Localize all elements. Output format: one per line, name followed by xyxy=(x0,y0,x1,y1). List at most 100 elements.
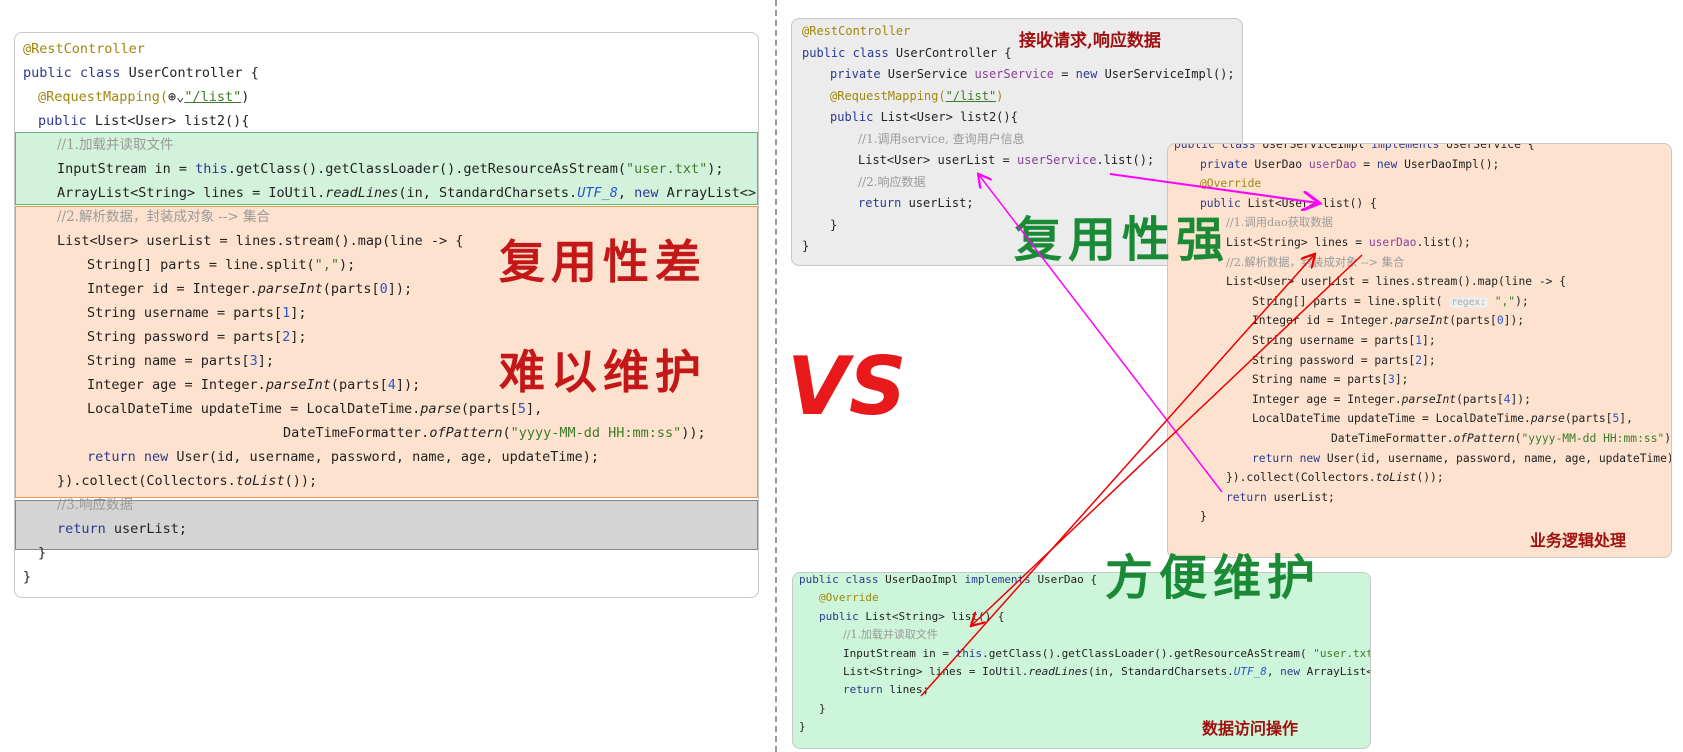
code-line: private UserService userService = new Us… xyxy=(830,64,1235,85)
code-token: lines; xyxy=(889,683,930,697)
code-token: } xyxy=(830,217,838,232)
code-line: return lines; xyxy=(843,681,929,700)
code-line: ArrayList<String> lines = IoUtil.readLin… xyxy=(57,181,758,205)
code-line: } xyxy=(38,541,46,565)
code-token: (parts[ xyxy=(460,401,518,417)
code-line: List<User> userList = userService.list()… xyxy=(858,150,1154,171)
code-token: ArrayList<String> lines = IoUtil. xyxy=(57,185,326,201)
code-token: = xyxy=(1053,67,1076,81)
code-token: "," xyxy=(1487,294,1516,308)
code-line: InputStream in = this.getClass().getClas… xyxy=(843,645,1370,664)
code-line: String[] parts = line.split( regex: ",")… xyxy=(1252,292,1529,313)
code-token: List<User> userList = lines.stream().map… xyxy=(1226,275,1567,289)
code-token: String username = parts[ xyxy=(1252,334,1416,347)
code-token: userList; xyxy=(113,521,188,537)
code-token: "," xyxy=(314,257,339,273)
code-token: return new xyxy=(1252,451,1327,465)
code-token: 2 xyxy=(1415,353,1423,367)
code-token: ofPattern xyxy=(1453,432,1515,445)
code-token: @RequestMapping( xyxy=(830,88,946,103)
code-line: //2.解析数据，封装成对象 --> 集合 xyxy=(57,205,270,229)
code-token: }).collect(Collectors. xyxy=(57,473,236,489)
code-token: } xyxy=(23,569,32,585)
code-token: UserServiceImpl(); xyxy=(1104,67,1235,81)
code-token: public xyxy=(819,609,866,623)
code-token: ) xyxy=(241,89,250,105)
code-line: String username = parts[1]; xyxy=(1252,331,1436,351)
code-token: ⊕⌄ xyxy=(168,89,185,105)
code-token: //2.解析数据，封装成对象 --> 集合 xyxy=(1226,255,1405,269)
code-line: public class UserDaoImpl implements User… xyxy=(799,573,1097,590)
hard-maintain-label: 难以维护 xyxy=(499,345,707,399)
code-token: ]; xyxy=(1422,334,1436,347)
code-line: } xyxy=(802,236,809,257)
code-token: parse xyxy=(420,401,461,417)
code-token: readLines xyxy=(1028,665,1089,678)
code-line: @RequestMapping(⊕⌄"/list") xyxy=(38,85,249,109)
code-line: } xyxy=(830,215,837,236)
code-line: return userList; xyxy=(858,193,974,214)
code-token: (parts[ xyxy=(1564,412,1613,426)
code-token: "/list" xyxy=(184,89,242,105)
code-token: List<User> list() { xyxy=(1247,196,1377,210)
code-token: public class xyxy=(799,573,886,586)
code-token: , xyxy=(617,185,635,201)
code-token: private xyxy=(1200,157,1255,171)
code-token: UserDaoImpl xyxy=(885,573,965,586)
code-token: UTF_8 xyxy=(577,185,618,201)
divider xyxy=(775,0,777,752)
reuse-good-label: 复用性强 xyxy=(1014,212,1231,268)
code-token: String name = parts[ xyxy=(1252,373,1389,387)
code-token: return xyxy=(858,196,909,210)
code-token: "user.txt" xyxy=(625,161,708,177)
code-token: return new xyxy=(87,449,177,465)
code-token: .list(); xyxy=(1096,153,1155,167)
code-token: User(id, username, password, name, age, … xyxy=(176,449,600,465)
code-line: String[] parts = line.split(","); xyxy=(87,253,355,277)
code-line: String username = parts[1]; xyxy=(87,301,306,325)
code-line: public class UserServiceImpl implements … xyxy=(1174,144,1535,155)
code-line: public class UserController { xyxy=(802,43,1012,64)
code-token: ()); xyxy=(284,473,318,489)
code-token: 1 xyxy=(282,305,291,321)
code-token: "/list" xyxy=(945,88,997,103)
code-token: (parts[ xyxy=(330,377,388,393)
code-token: List<String> lines = IoUtil. xyxy=(843,665,1029,678)
code-token: public xyxy=(38,113,95,129)
code-token: parse xyxy=(1530,412,1565,426)
code-token: new xyxy=(634,185,667,201)
code-token: String name = parts[ xyxy=(87,353,250,369)
code-line: Integer age = Integer.parseInt(parts[4])… xyxy=(1252,390,1531,410)
code-token: //2.响应数据 xyxy=(858,174,926,189)
code-token: ]; xyxy=(290,305,307,321)
code-token: } xyxy=(38,545,47,561)
code-token: LocalDateTime updateTime = LocalDateTime… xyxy=(87,401,421,417)
code-token: (parts[ xyxy=(1456,392,1504,406)
code-token: List<User> list2(){ xyxy=(880,110,1018,124)
code-token: ArrayList<>()); xyxy=(666,185,758,201)
code-token: //1.加载并读取文件 xyxy=(57,137,174,153)
code-token: } xyxy=(799,720,806,734)
code-token: this xyxy=(195,161,228,177)
code-line: } xyxy=(23,565,31,589)
code-token: ); xyxy=(707,161,724,177)
code-token: private xyxy=(830,67,888,81)
code-line: public List<User> list2(){ xyxy=(830,107,1018,128)
code-token: UserService xyxy=(887,67,975,81)
code-token: ]); xyxy=(387,281,413,297)
code-token: @RequestMapping( xyxy=(38,89,169,105)
code-token: ]; xyxy=(257,353,274,369)
code-line: String name = parts[3]; xyxy=(87,349,274,373)
code-token: List<User> userList = xyxy=(858,153,1017,167)
code-token: new xyxy=(1376,157,1405,171)
code-token: String[] parts = line.split( xyxy=(1252,294,1450,308)
code-token: ]); xyxy=(1503,314,1525,328)
code-token: @Override xyxy=(819,591,879,605)
code-token: Integer age = Integer. xyxy=(1252,392,1402,406)
code-token: 2 xyxy=(282,329,291,345)
code-token: //1.加载并读取文件 xyxy=(843,628,938,642)
code-token: userList; xyxy=(908,196,974,210)
code-token: List<User> list2(){ xyxy=(94,113,250,129)
vs-label: VS xyxy=(787,340,907,433)
